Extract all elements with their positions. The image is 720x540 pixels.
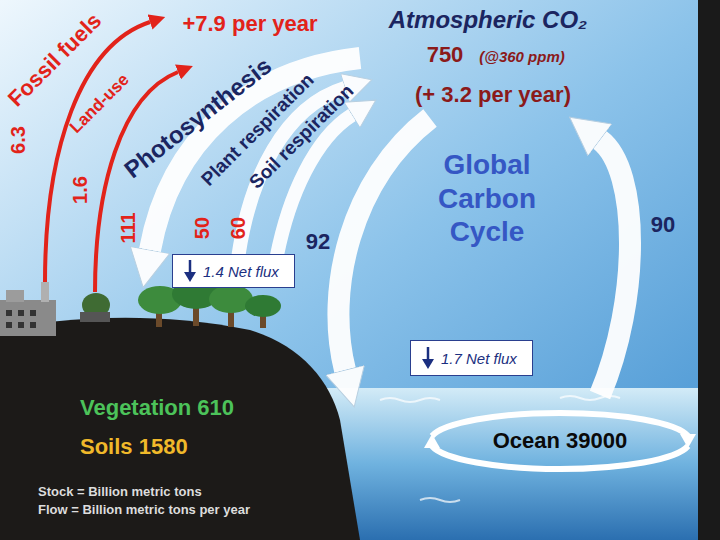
flux-value: 90 <box>651 213 675 237</box>
units-note: Stock = Billion metric tons <box>38 485 202 499</box>
flux-value: 6.3 <box>7 126 29 154</box>
ocean-release-arrow <box>600 140 630 395</box>
stock-note: (@360 ppm) <box>479 49 564 66</box>
flux-name: Land-use <box>67 71 134 138</box>
stock-name: Atmospheric CO₂ <box>389 7 588 33</box>
flux-value: 92 <box>306 230 330 254</box>
edge-strip <box>698 0 720 540</box>
units-note: Flow = Billion metric tons per year <box>38 503 250 517</box>
down-arrow-icon <box>421 347 435 369</box>
net-flux-text: 1.7 Net flux <box>441 350 517 367</box>
flux-value: 50 <box>191 217 213 239</box>
land-clearing <box>80 293 110 322</box>
land <box>0 318 360 540</box>
ocean-circulation <box>424 413 696 469</box>
diagram-title: Global Carbon Cycle <box>422 148 552 249</box>
flux-name: Fossil fuels <box>4 9 107 112</box>
flux-rate: +7.9 per year <box>182 12 317 36</box>
net-flux-box: 1.4 Net flux <box>172 254 295 288</box>
stock-change: (+ 3.2 per year) <box>415 83 571 107</box>
stock-value: 750 <box>427 43 464 67</box>
flux-value: 1.6 <box>69 176 91 204</box>
flux-value: 111 <box>117 212 139 243</box>
down-arrow-icon <box>183 260 197 282</box>
stock-label: Soils 1580 <box>80 435 188 459</box>
factory <box>0 282 56 336</box>
stock-label: Vegetation 610 <box>80 396 234 420</box>
flux-name: Photosynthesis <box>119 53 276 184</box>
stock-label: Ocean 39000 <box>493 429 628 453</box>
ocean-uptake-arrow <box>338 118 430 370</box>
net-flux-text: 1.4 Net flux <box>203 263 279 280</box>
net-flux-box: 1.7 Net flux <box>410 340 533 376</box>
flux-value: 60 <box>227 217 249 239</box>
